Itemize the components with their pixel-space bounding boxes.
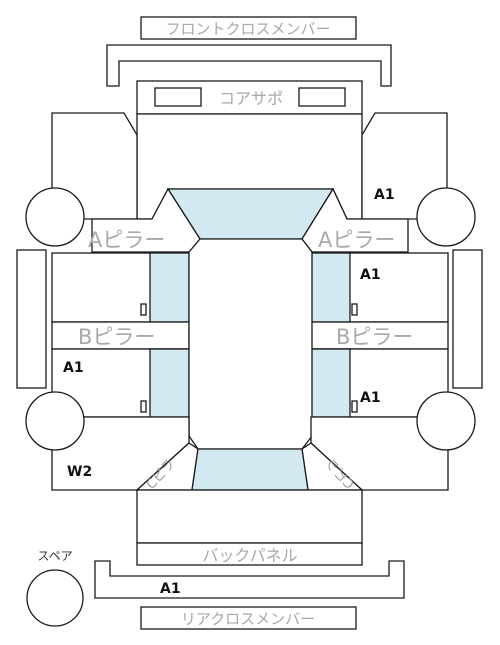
front-left-wheel (25, 187, 85, 247)
left-rear-window (149, 348, 190, 418)
rear-right-wheel (416, 391, 476, 451)
back-panel (136, 542, 363, 566)
b-pillar-right-label: Bピラー (336, 325, 413, 349)
left-front-window (149, 252, 190, 323)
back-panel-label: バックパネル (202, 546, 297, 565)
right-rear-window (310, 348, 351, 418)
right-side-sill (452, 249, 483, 389)
mark-a1-front-right: A1 (374, 187, 395, 203)
rear-cross-member (94, 560, 405, 599)
right-front-door-handle (351, 303, 358, 316)
right-front-window (310, 252, 351, 323)
rear-window (191, 448, 309, 491)
spare-label: スペア (37, 549, 72, 563)
left-side-sill (16, 249, 47, 389)
rear-cross-member-label: リアクロスメンバー (181, 610, 315, 628)
front-right-wheel (416, 187, 476, 247)
front-cross-member-label-box (140, 16, 357, 40)
b-pillar-right (310, 321, 449, 350)
spare-tire (26, 569, 84, 627)
mark-a1-right-rear: A1 (360, 390, 381, 406)
b-pillar-left-label: Bピラー (78, 325, 155, 349)
core-support-right-slot (298, 87, 346, 107)
front-cross-member (106, 44, 392, 87)
left-rear-door-handle (140, 400, 147, 413)
left-front-door-handle (140, 303, 147, 316)
rear-cross-member-label-box (140, 606, 357, 630)
core-support-label: コアサポ (219, 89, 283, 108)
core-support-left-slot (154, 87, 202, 107)
roof (188, 238, 313, 450)
mark-w2-left-rear: W2 (67, 464, 92, 480)
front-cross-member-label: フロントクロスメンバー (165, 20, 330, 38)
a-pillar-right-label: Aピラー (318, 228, 395, 252)
right-rear-door-handle (351, 400, 358, 413)
a-pillar-left-label: Aピラー (88, 228, 165, 252)
trunk (136, 489, 363, 544)
mark-a1-left-rear: A1 (63, 360, 84, 376)
mark-a1-rear-member: A1 (160, 581, 181, 597)
mark-a1-right-mid: A1 (360, 267, 381, 283)
rear-left-wheel (25, 391, 85, 451)
